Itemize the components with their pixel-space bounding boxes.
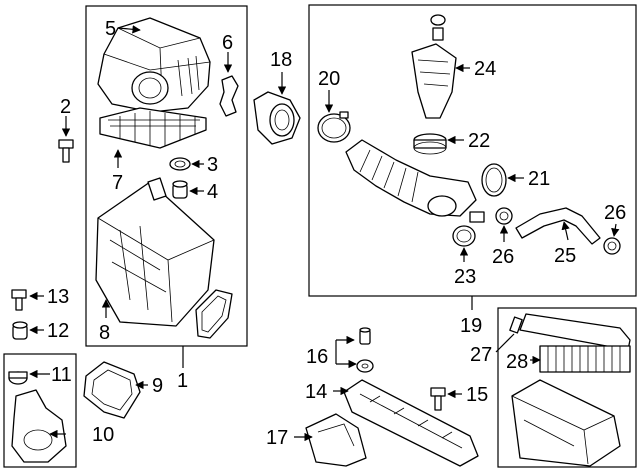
cap-part-11 — [8, 371, 28, 385]
callout-25: 25 — [554, 245, 576, 267]
group-box-housing-alt — [497, 307, 637, 468]
callout-27: 27 — [470, 344, 492, 366]
leader-arrows — [29, 25, 620, 442]
callout-10: 10 — [92, 424, 114, 446]
duct-part-17 — [305, 413, 367, 467]
callout-3: 3 — [207, 154, 218, 176]
filter-element-part-28 — [539, 345, 631, 373]
connector-part — [469, 211, 485, 223]
callout-14: 14 — [305, 381, 327, 403]
hose-clip-part-26a — [495, 207, 513, 225]
callout-1: 1 — [177, 370, 188, 392]
collar-part-12 — [12, 321, 28, 340]
adapter-part-9 — [83, 361, 141, 419]
bolt-part-2 — [58, 139, 74, 163]
lower-housing-part — [95, 177, 215, 327]
seal-ring-part — [195, 289, 233, 339]
air-cleaner-cover-part — [97, 17, 211, 113]
bushing-part-16 — [356, 327, 374, 373]
bracket-part-14 — [343, 379, 479, 467]
collar-part-4 — [172, 180, 188, 199]
callout-18: 18 — [270, 49, 292, 71]
filter-element-part — [99, 107, 207, 149]
clamp-part-23 — [452, 225, 476, 247]
clamp-part-21 — [481, 163, 507, 197]
group-box-resonator — [3, 353, 77, 468]
panel-part-27 — [509, 313, 631, 351]
callout-20: 20 — [318, 68, 340, 90]
callout-12: 12 — [47, 320, 69, 342]
callout-11: 11 — [51, 364, 72, 386]
callout-26a: 26 — [492, 246, 514, 268]
callout-6: 6 — [222, 32, 233, 54]
resonator-part-10 — [11, 389, 67, 463]
callout-4: 4 — [207, 181, 218, 203]
callout-15: 15 — [466, 384, 488, 406]
callout-24: 24 — [474, 58, 496, 80]
grommet-part-3 — [169, 157, 191, 171]
bolt-part-13 — [11, 289, 27, 311]
callout-7: 7 — [112, 172, 123, 194]
callout-8: 8 — [99, 322, 110, 344]
group-box-air-cleaner — [85, 5, 248, 347]
clip-part-6 — [219, 75, 239, 117]
airflow-sensor-part-18 — [253, 91, 301, 145]
callout-9: 9 — [152, 375, 163, 397]
callout-21: 21 — [528, 168, 550, 190]
housing-alt-part — [511, 379, 621, 467]
clamp-part-22 — [413, 133, 447, 155]
callout-2: 2 — [60, 96, 71, 118]
breather-hose-part-25 — [515, 207, 601, 245]
bolt-part-15 — [430, 387, 446, 411]
callout-labels: 1 2 3 4 5 6 7 8 9 10 11 12 13 14 15 16 1… — [47, 18, 626, 449]
callout-19: 19 — [460, 315, 482, 337]
callout-22: 22 — [468, 130, 490, 152]
intake-hose-part — [345, 139, 477, 217]
callout-17: 17 — [266, 427, 288, 449]
hose-clip-part-26b — [603, 237, 621, 255]
callout-28: 28 — [506, 351, 528, 373]
clamp-part-20 — [317, 111, 351, 143]
callout-16: 16 — [306, 346, 328, 368]
callout-5: 5 — [105, 18, 116, 40]
callout-13: 13 — [47, 286, 69, 308]
callout-23: 23 — [454, 266, 476, 288]
duct-part-24 — [411, 14, 457, 119]
callout-26b: 26 — [604, 202, 626, 224]
